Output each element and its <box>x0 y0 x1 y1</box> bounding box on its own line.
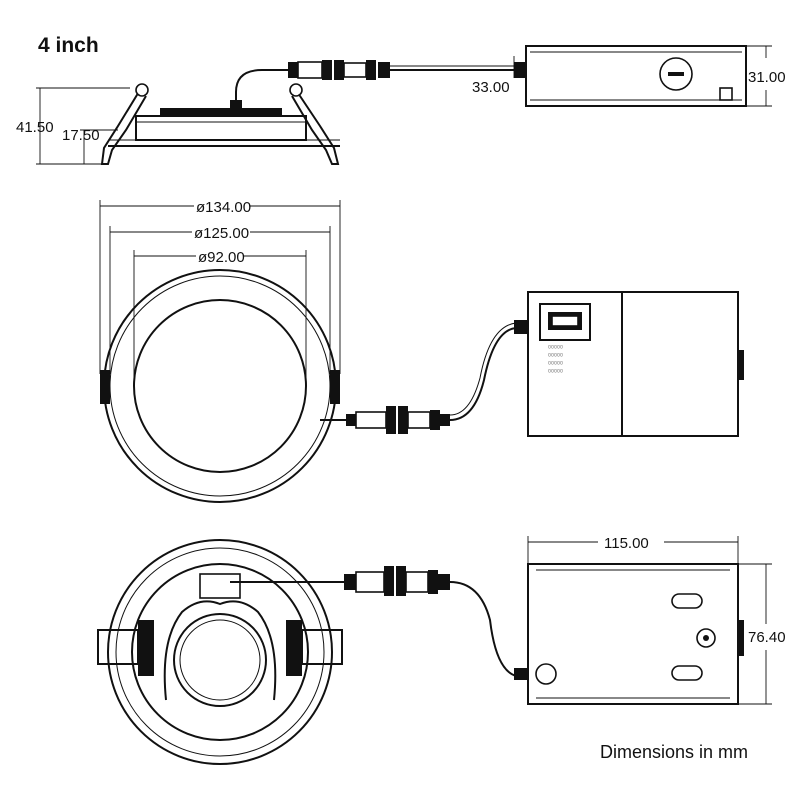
label-total-height: 41.50 <box>16 119 54 136</box>
side-view-driver-box <box>514 45 747 107</box>
back-view-driver-box <box>514 563 744 705</box>
front-view-fixture <box>100 269 517 503</box>
box-side-dimensions <box>513 45 772 107</box>
label-box-side-length: 33.00 <box>472 79 510 96</box>
side-view-fixture <box>100 69 340 165</box>
front-view-driver-box: ▯▯▯▯▯ ▯▯▯▯▯ ▯▯▯▯▯ ▯▯▯▯▯ <box>514 291 744 437</box>
label-lens-diameter: ø92.00 <box>198 249 245 266</box>
label-outer-diameter: ø134.00 <box>196 199 251 216</box>
diameter-dimensions <box>99 200 341 386</box>
svg-text:▯▯▯▯▯: ▯▯▯▯▯ <box>548 344 563 350</box>
svg-text:▯▯▯▯▯: ▯▯▯▯▯ <box>548 352 563 358</box>
units-footnote: Dimensions in mm <box>600 742 748 762</box>
label-box-length: 115.00 <box>604 535 649 552</box>
svg-text:▯▯▯▯▯: ▯▯▯▯▯ <box>548 360 563 366</box>
label-trim-diameter: ø125.00 <box>194 225 249 242</box>
label-trim-height: 17.50 <box>62 127 100 144</box>
drawing-title: 4 inch <box>38 34 99 57</box>
box-plan-dimensions <box>527 536 772 705</box>
label-box-width: 76.40 <box>748 629 786 646</box>
side-view-connector <box>288 60 514 80</box>
svg-text:▯▯▯▯▯: ▯▯▯▯▯ <box>548 368 563 374</box>
side-height-dimensions <box>36 87 130 165</box>
label-box-side-height: 31.00 <box>748 69 786 86</box>
back-view-fixture <box>97 539 517 765</box>
